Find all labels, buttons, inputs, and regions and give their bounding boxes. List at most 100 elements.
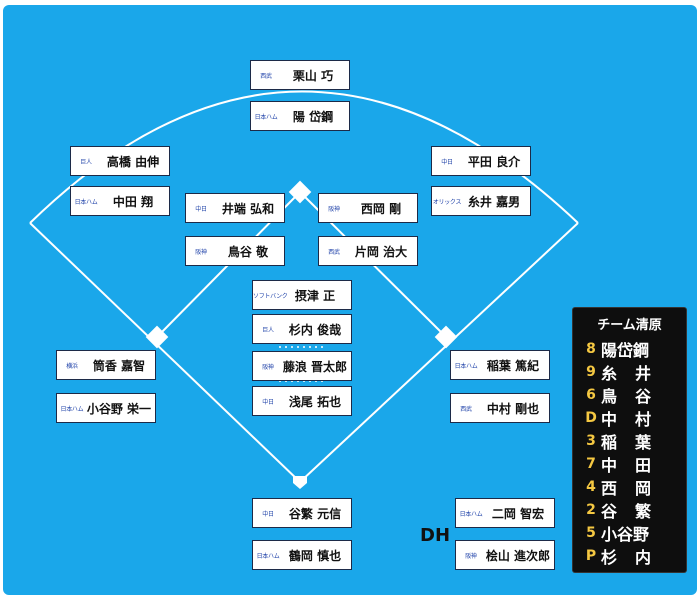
player-name: 井端 弘和 (221, 201, 275, 216)
player-name: 桧山 進次郎 (485, 548, 550, 563)
player-name: 谷繁 元信 (288, 506, 342, 521)
lineup-player: 中村 (601, 410, 670, 429)
team-label: ソフトバンク (253, 292, 288, 300)
team-label: 日本ハム (459, 510, 483, 518)
player-card-ss-1: 中日井端 弘和 (185, 193, 285, 223)
lineup-player: 西岡 (601, 479, 670, 498)
team-label: 横浜 (66, 362, 78, 370)
team-label: 西武 (460, 405, 472, 413)
player-name: 稲葉 篤紀 (486, 358, 540, 373)
player-name: 杉内 俊哉 (288, 322, 342, 337)
player-card-1b-2: 西武 中村 剛也 (450, 393, 550, 423)
player-card-rf-2: オリックス糸井 嘉男 (431, 186, 531, 216)
lineup-player: 糸井 (601, 364, 670, 383)
player-name: 栗山 巧 (292, 68, 334, 83)
home-plate (293, 476, 307, 489)
lineup-position: 4 (586, 479, 596, 495)
player-card-lf-1: 巨人 高橋 由伸 (70, 146, 170, 176)
lineup-position: 3 (586, 433, 596, 449)
lineup-position: 9 (586, 364, 596, 380)
team-label: 日本ハム (256, 552, 280, 560)
team-label: 中日 (262, 510, 274, 518)
player-card-2b-2: 西武 片岡 治大 (318, 236, 418, 266)
team-label: 中日 (441, 158, 453, 166)
lineup-row: 7 中田 (583, 453, 683, 475)
lineup-player: 小谷野 (601, 525, 650, 544)
lineup-player: 陽岱鋼 (601, 341, 650, 360)
player-name: 鶴岡 慎也 (288, 548, 342, 563)
lineup-position: 6 (586, 387, 596, 403)
player-card-c-1: 中日 谷繁 元信 (252, 498, 352, 528)
team-label: 阪神 (262, 363, 274, 371)
lineup-position: D (585, 410, 597, 426)
lineup-position: 5 (586, 525, 596, 541)
lineup-player: 谷繁 (601, 502, 670, 521)
player-name: 鳥谷 敬 (227, 244, 269, 259)
player-name: 中田 翔 (112, 194, 154, 209)
player-name: 陽 岱鋼 (292, 109, 334, 124)
team-label: 阪神 (195, 248, 207, 256)
player-name: 二岡 智宏 (491, 506, 545, 521)
team-label: 阪神 (328, 205, 340, 213)
team-label: 阪神 (465, 552, 477, 560)
team-label: 日本ハム (74, 198, 98, 206)
player-card-3b-2: 日本ハム小谷野 栄一 (56, 393, 156, 423)
lineup-board-title: チーム清原 (597, 318, 662, 333)
player-name: 筒香 嘉智 (92, 358, 146, 373)
lineup-row: 2 谷繁 (583, 499, 683, 521)
player-card-dh-1: 日本ハム二岡 智宏 (455, 498, 555, 528)
player-name: 小谷野 栄一 (86, 401, 151, 416)
team-label: 日本ハム (60, 405, 84, 413)
player-card-2b-1: 阪神 西岡 剛 (318, 193, 418, 223)
player-name: 中村 剛也 (486, 401, 540, 416)
left-foul-line (29, 222, 301, 483)
player-name: 西岡 剛 (360, 201, 402, 216)
player-name: 浅尾 拓也 (288, 394, 342, 409)
team-label: オリックス (432, 198, 462, 206)
team-label: 巨人 (262, 326, 274, 334)
dh-label: DH (420, 525, 451, 546)
right-foul-line (299, 222, 579, 483)
team-label: 日本ハム (454, 362, 478, 370)
player-name: 高橋 由伸 (106, 154, 160, 169)
player-card-lf-2: 日本ハム 中田 翔 (70, 186, 170, 216)
player-card-1b-1: 日本ハム稲葉 篤紀 (450, 350, 550, 380)
lineup-player: 杉内 (601, 548, 670, 567)
player-card-p-4: 中日 浅尾 拓也 (252, 386, 352, 416)
player-card-ss-2: 阪神 鳥谷 敬 (185, 236, 285, 266)
player-name: 平田 良介 (467, 154, 521, 169)
player-name: 糸井 嘉男 (467, 194, 521, 209)
team-label: 西武 (260, 72, 272, 80)
player-card-c-2: 日本ハム鶴岡 慎也 (252, 540, 352, 570)
player-card-cf-2: 日本ハム 陽 岱鋼 (250, 101, 350, 131)
lineup-row: 8 陽岱鋼 (583, 338, 683, 360)
team-label: 西武 (328, 248, 340, 256)
lineup-position: P (585, 548, 597, 564)
player-card-p-2: 巨人 杉内 俊哉 (252, 314, 352, 344)
lineup-player: 中田 (601, 456, 670, 475)
lineup-position: 7 (586, 456, 596, 472)
lineup-player: 稲葉 (601, 433, 670, 452)
player-name: 藤浪 晋太郎 (282, 359, 347, 374)
lineup-row: 5 小谷野 (583, 522, 683, 544)
lineup-row: 4 西岡 (583, 476, 683, 498)
player-card-cf-1: 西武 栗山 巧 (250, 60, 350, 90)
player-name: 片岡 治大 (354, 244, 408, 259)
lineup-position: 8 (586, 341, 596, 357)
team-label: 日本ハム (254, 113, 278, 121)
lineup-row: 9 糸井 (583, 361, 683, 383)
player-card-rf-1: 中日 平田 良介 (431, 146, 531, 176)
team-label: 巨人 (80, 158, 92, 166)
first-base (434, 325, 458, 349)
player-card-3b-1: 横浜 筒香 嘉智 (56, 350, 156, 380)
lineup-row: 3 稲葉 (583, 430, 683, 452)
player-card-p-3: 阪神藤浪 晋太郎 (252, 351, 352, 381)
player-card-p-1: ソフトバンク摂津 正 (252, 280, 352, 310)
lineup-position: 2 (586, 502, 596, 518)
player-card-dh-2: 阪神桧山 進次郎 (455, 540, 555, 570)
team-label: 中日 (262, 398, 274, 406)
